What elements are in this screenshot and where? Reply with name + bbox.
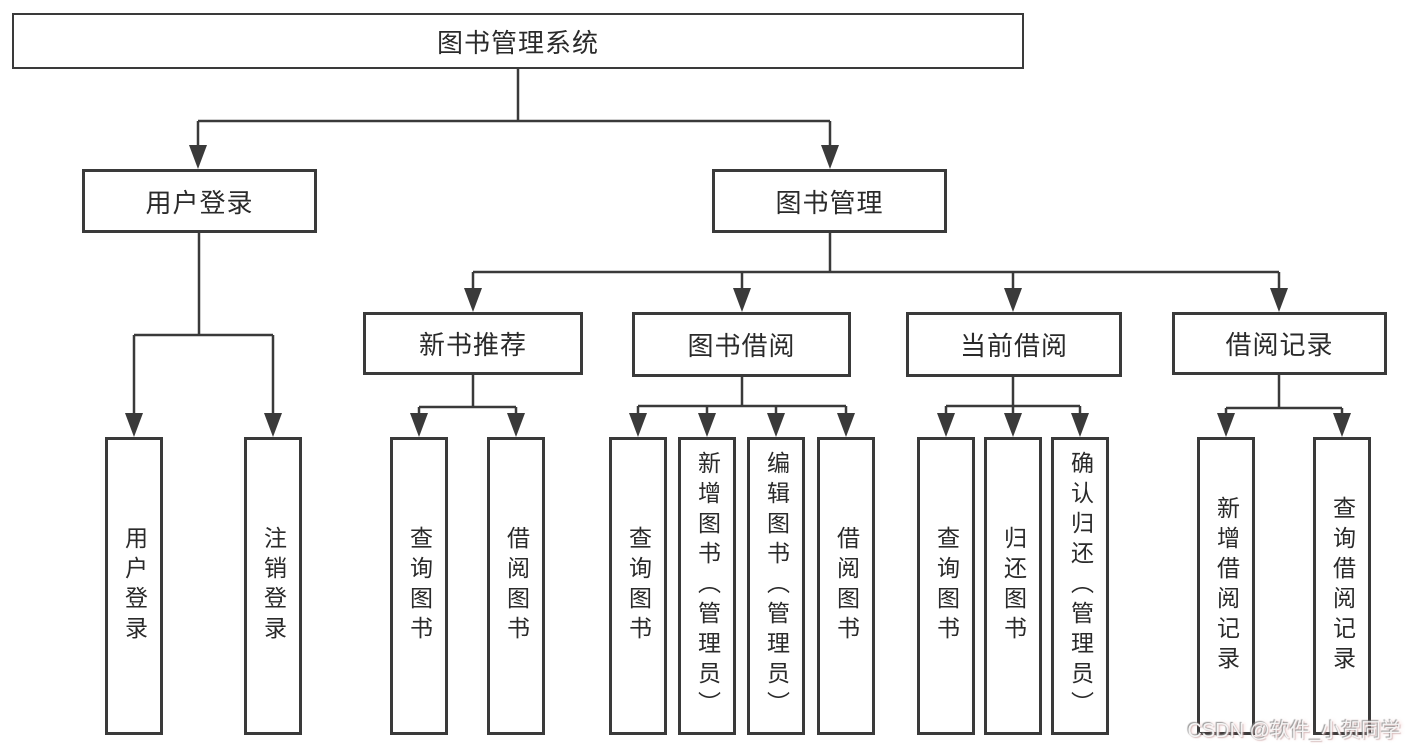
node-add-books-admin: 新增图书（管理员） — [678, 437, 736, 735]
node-library-system: 图书管理系统 — [12, 13, 1024, 69]
node-current-borrow: 当前借阅 — [906, 312, 1122, 377]
arrowheads — [125, 145, 1351, 437]
node-edit-books-admin: 编辑图书（管理员） — [747, 437, 805, 735]
node-user-login-leaf: 用户登录 — [105, 437, 163, 735]
node-borrow-books-leaf: 借阅图书 — [817, 437, 875, 735]
node-query-books-current: 查询图书 — [917, 437, 975, 735]
node-logout-leaf: 注销登录 — [244, 437, 302, 735]
node-book-management: 图书管理 — [712, 169, 947, 233]
node-add-borrow-record: 新增借阅记录 — [1197, 437, 1255, 735]
node-new-book-recommend: 新书推荐 — [363, 312, 583, 375]
csdn-watermark: CSDN @软件_小贺同学 — [1187, 720, 1401, 742]
node-query-books-borrow: 查询图书 — [609, 437, 667, 735]
node-borrow-books-recommend: 借阅图书 — [487, 437, 545, 735]
node-return-books: 归还图书 — [984, 437, 1042, 735]
node-query-books-recommend: 查询图书 — [390, 437, 448, 735]
node-book-borrow: 图书借阅 — [632, 312, 851, 377]
node-user-login: 用户登录 — [82, 169, 317, 233]
node-borrow-records: 借阅记录 — [1172, 312, 1387, 375]
node-query-borrow-record: 查询借阅记录 — [1313, 437, 1371, 735]
connector-paths — [132, 69, 1344, 418]
node-confirm-return-admin: 确认归还（管理员） — [1051, 437, 1109, 735]
